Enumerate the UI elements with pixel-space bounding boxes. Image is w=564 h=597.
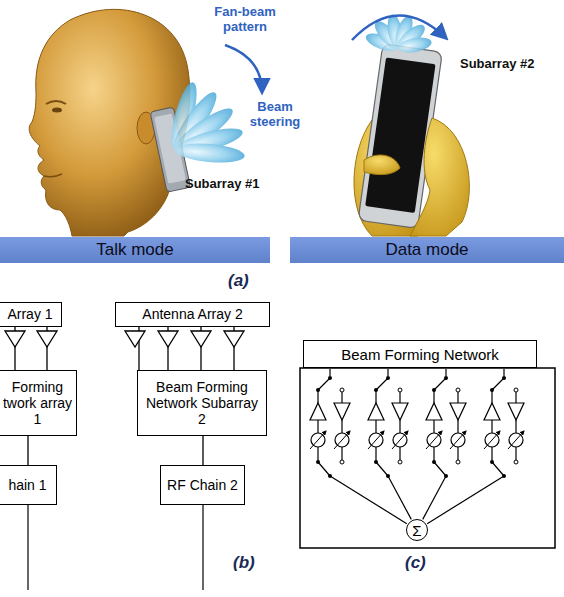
node-text: Antenna Array 2 [142, 306, 242, 322]
hand-figure-right [364, 118, 469, 236]
mode-band: Data mode [290, 237, 564, 263]
beamforming-circuit [427, 476, 504, 524]
node-text: hain 1 [8, 477, 46, 493]
subarray-label: Subarray #1 [185, 176, 259, 191]
hand-figure-right [410, 118, 469, 236]
beamforming-box: Forming twork array 1 [0, 370, 77, 436]
rf-output-wires [27, 505, 28, 590]
beamforming-circuit [368, 369, 408, 478]
beamforming-circuit [300, 368, 555, 548]
beam-label: Beam steering [244, 100, 306, 130]
head-figure [29, 9, 190, 236]
head-figure [52, 108, 62, 113]
antenna-symbol [191, 331, 211, 347]
steering-arrow [225, 45, 262, 92]
node-text: RF Chain 2 [167, 477, 238, 493]
beamforming-circuit [330, 476, 407, 524]
antenna-array-box: Array 1 [0, 302, 62, 327]
antenna-symbol [5, 331, 25, 347]
hand-figure-right [364, 155, 400, 175]
beamforming-circuit [310, 369, 350, 478]
head-figure [46, 101, 66, 104]
node-text: Σ [412, 523, 421, 538]
talk-fan-beams [174, 141, 245, 165]
antenna-symbol [125, 331, 145, 347]
rf-chain-box: RF Chain 2 [160, 465, 245, 505]
antenna-symbol [158, 331, 178, 347]
panel-label: (a) [228, 271, 249, 291]
steering-arrow [352, 15, 446, 40]
data-fan-beams [397, 35, 433, 55]
subarray-label: Subarray #2 [460, 56, 534, 71]
rf-output-wires [28, 505, 203, 590]
beamforming-box: Beam Forming Network Subarray 2 [137, 370, 267, 436]
network-header-box: Beam Forming Network [303, 340, 537, 368]
signal-wire [27, 436, 28, 465]
mode-band: Talk mode [0, 237, 270, 263]
beamforming-circuit [423, 476, 446, 519]
antenna-symbol [224, 331, 244, 347]
beam-label: Fan-beam pattern [203, 5, 287, 35]
node-text: Forming twork array 1 [2, 379, 73, 427]
rf-output-wires [202, 505, 203, 590]
head-figure [44, 174, 62, 177]
talk-fan-beams [166, 80, 245, 165]
node-text: Array 1 [7, 306, 52, 322]
head-figure [29, 9, 190, 236]
beamforming-circuit [388, 476, 411, 519]
antenna-symbol [5, 331, 244, 347]
beamforming-circuit [300, 368, 555, 548]
panel-label: (b) [233, 553, 255, 573]
node-text: Talk mode [96, 240, 173, 260]
summing-node: Σ [406, 519, 428, 541]
panel-label: (c) [405, 553, 426, 573]
rf-chain-box: hain 1 [0, 465, 57, 505]
node-text: Data mode [385, 240, 468, 260]
data-phone [365, 57, 435, 212]
beamforming-circuit [426, 369, 466, 478]
data-fan-beams [364, 13, 433, 55]
beamforming-circuit [484, 369, 524, 478]
signal-wire [202, 436, 203, 465]
node-text: Beam Forming Network Subarray 2 [141, 379, 263, 427]
antenna-symbol [37, 331, 57, 347]
antenna-array-box: Antenna Array 2 [115, 302, 270, 327]
node-text: Beam Forming Network [341, 346, 499, 363]
